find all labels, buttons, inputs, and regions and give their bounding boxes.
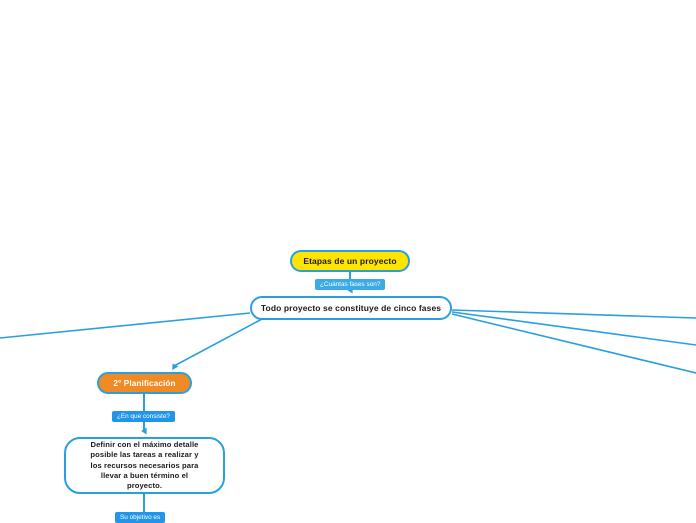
edge-label-en-que-consiste[interactable]: ¿En que consiste? xyxy=(112,411,175,422)
edge-label-su-objetivo-es[interactable]: Su objetivo es xyxy=(115,512,166,523)
edge-statement-to-phase xyxy=(172,318,263,370)
edge-label-cuantas-fases-son[interactable]: ¿Cuántas fases son? xyxy=(315,279,386,290)
node-description-planificacion[interactable]: Definir con el máximo detalle posible la… xyxy=(64,437,225,494)
edge-statement-branch-left xyxy=(0,312,251,339)
node-phase-2-planificacion[interactable]: 2° Planificación xyxy=(97,372,192,394)
description-line: Definir con el máximo detalle xyxy=(90,440,199,450)
description-line: llevar a buen término el xyxy=(100,470,189,480)
node-statement-cinco-fases[interactable]: Todo proyecto se constituye de cinco fas… xyxy=(250,296,452,320)
description-line: posible las tareas a realizar y xyxy=(90,450,199,460)
edge-statement-branch-right-1 xyxy=(451,309,696,319)
description-line: proyecto. xyxy=(126,480,163,490)
description-line: los recursos necesarios para xyxy=(90,460,199,470)
node-root-etapas-de-un-proyecto[interactable]: Etapas de un proyecto xyxy=(290,250,410,272)
edge-statement-branch-right-3 xyxy=(451,313,696,374)
description-text-block: Definir con el máximo detalle posible la… xyxy=(90,440,198,490)
edge-statement-branch-right-2 xyxy=(451,311,696,346)
